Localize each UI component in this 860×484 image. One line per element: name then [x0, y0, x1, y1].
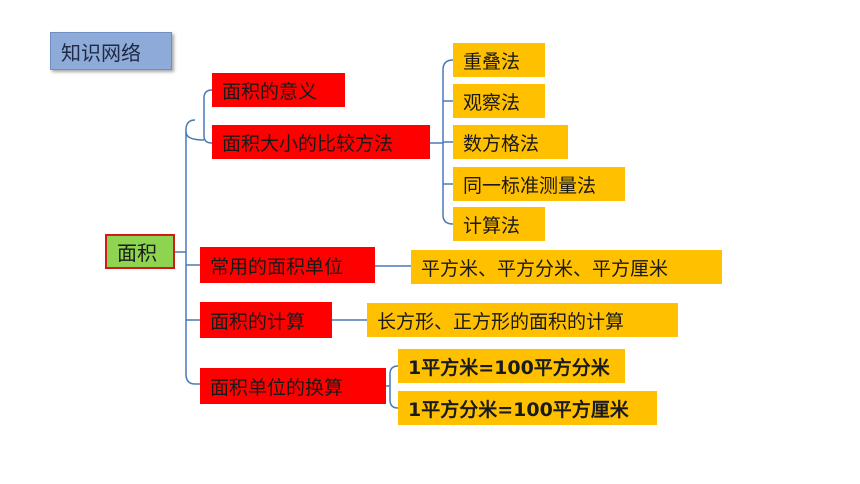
connector-root-to-upper: [185, 131, 205, 141]
branch-calc: 面积的计算: [200, 302, 332, 338]
units-detail: 平方米、平方分米、平方厘米: [411, 250, 722, 284]
calc-detail: 长方形、正方形的面积的计算: [367, 303, 678, 337]
branch-meaning: 面积的意义: [212, 73, 345, 107]
convert-detail: 1平方分米=100平方厘米: [398, 391, 657, 425]
method-item: 观察法: [453, 84, 545, 118]
convert-detail: 1平方米=100平方分米: [398, 349, 625, 383]
branch-compare: 面积大小的比较方法: [212, 125, 430, 159]
method-item: 计算法: [453, 207, 545, 241]
method-item: 重叠法: [453, 43, 545, 77]
connector-convert-bracket: [389, 365, 399, 409]
branch-units: 常用的面积单位: [200, 247, 375, 283]
title-box: 知识网络: [50, 32, 172, 70]
method-item: 数方格法: [453, 125, 568, 159]
method-item: 同一标准测量法: [453, 167, 625, 201]
root-node: 面积: [105, 234, 175, 269]
connector-root-trunk: [175, 119, 196, 385]
branch-convert: 面积单位的换算: [200, 368, 386, 404]
connector-upper-bracket: [203, 89, 213, 144]
